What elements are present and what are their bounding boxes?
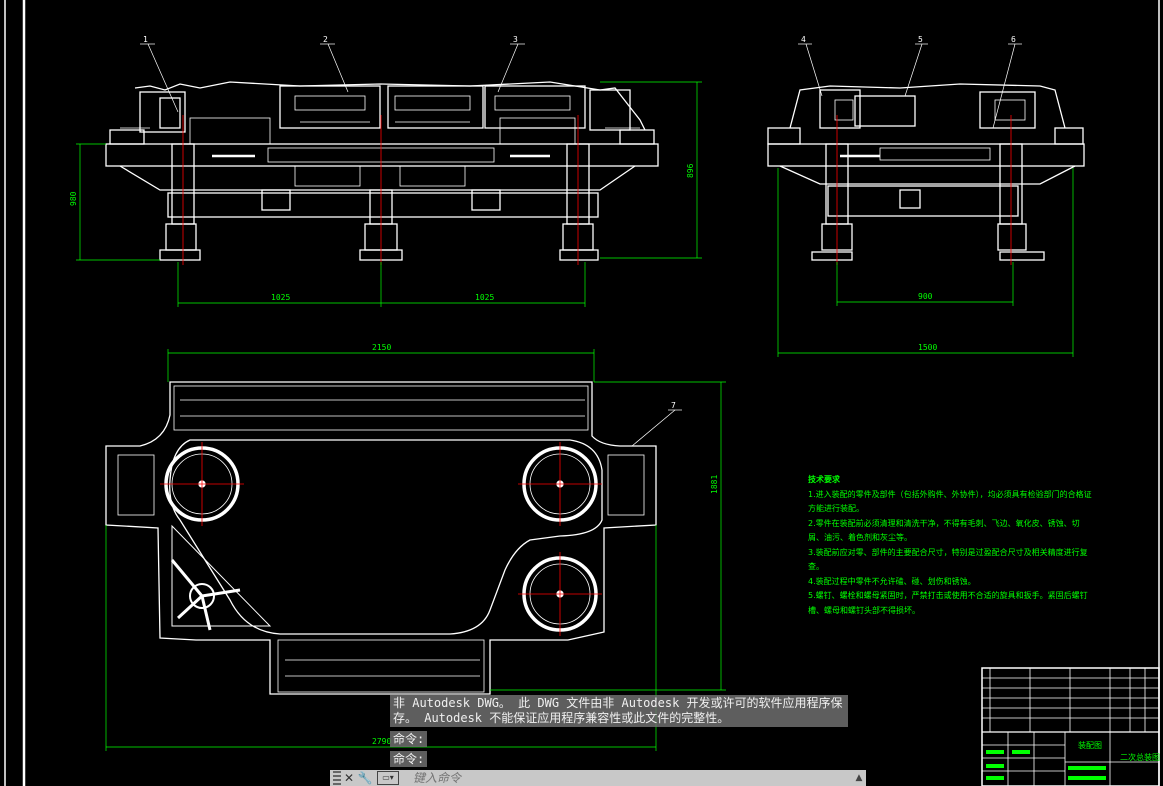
top-width-bottom-dim: 2790 bbox=[372, 737, 391, 746]
tech-requirement-item: 2.零件在装配前必须清理和清洗干净，不得有毛刺、飞边、氧化皮、锈蚀、切屑、油污、… bbox=[808, 518, 1080, 543]
balloon-6: 6 bbox=[1011, 35, 1016, 44]
balloon-3: 3 bbox=[513, 35, 518, 44]
top-centerlines bbox=[160, 442, 602, 636]
side-view bbox=[767, 83, 1085, 261]
balloon-2: 2 bbox=[323, 35, 328, 44]
command-input[interactable] bbox=[411, 770, 852, 786]
balloon-1: 1 bbox=[143, 35, 148, 44]
command-line-bar: ✕ 🔧 ▭▾ ▲ bbox=[330, 770, 866, 786]
tech-requirement-item: 5.螺钉、螺栓和螺母紧固时，严禁打击或使用不合适的旋具和扳手。紧固后螺钉槽、螺母… bbox=[808, 591, 1088, 615]
top-height-right-dim: 1881 bbox=[710, 475, 719, 494]
balloon-5: 5 bbox=[918, 35, 923, 44]
tech-requirement-item: 1.进入装配的零件及部件（包括外购件、外协件），均必须具有检验部门的合格证方能进… bbox=[808, 489, 1092, 514]
top-balloon-leader bbox=[631, 409, 682, 447]
drag-handle-icon[interactable] bbox=[333, 771, 341, 785]
title-block-name: 装配图 bbox=[1078, 740, 1102, 750]
tech-requirements: 技术要求 1.进入装配的零件及部件（包括外购件、外协件），均必须具有检验部门的合… bbox=[808, 473, 1094, 618]
command-prompt-icon[interactable]: ▭▾ bbox=[377, 771, 399, 785]
top-dimensions bbox=[105, 349, 726, 751]
front-centerlines bbox=[182, 115, 579, 265]
tech-requirement-item: 3.装配前应对零、部件的主要配合尺寸，特别是过盈配合尺寸及相关精度进行复查。 bbox=[808, 547, 1088, 572]
close-icon[interactable]: ✕ bbox=[343, 771, 355, 785]
front-height-right-dim: 896 bbox=[686, 163, 695, 178]
tech-requirement-item: 4.装配过程中零件不允许磕、碰、划伤和锈蚀。 bbox=[808, 576, 976, 586]
drawing-frame bbox=[4, 0, 1160, 786]
front-view bbox=[105, 81, 659, 261]
balloon-4: 4 bbox=[801, 35, 806, 44]
title-block-drawing-no: 二次总装图 bbox=[1120, 752, 1160, 762]
dwg-warning-message: 非 Autodesk DWG。 此 DWG 文件由非 Autodesk 开发或许… bbox=[390, 695, 848, 727]
top-width-top-dim: 2150 bbox=[372, 343, 391, 352]
balloon-7: 7 bbox=[671, 401, 676, 410]
command-history-line: 命令: bbox=[390, 751, 428, 767]
top-view bbox=[105, 381, 657, 695]
title-block bbox=[981, 667, 1160, 786]
title-block-marks bbox=[986, 750, 1106, 780]
side-span-outer-dim: 1500 bbox=[918, 343, 937, 352]
side-balloon-leaders bbox=[798, 43, 1022, 129]
tech-requirements-title: 技术要求 bbox=[808, 475, 840, 484]
command-history-line: 命令: bbox=[390, 731, 428, 747]
side-dimensions bbox=[777, 168, 1074, 357]
front-span-left-dim: 1025 bbox=[271, 293, 290, 302]
wrench-icon[interactable]: 🔧 bbox=[357, 771, 373, 785]
chevron-up-icon[interactable]: ▲ bbox=[855, 773, 863, 783]
front-dimensions bbox=[76, 81, 702, 307]
front-height-left-dim: 980 bbox=[69, 191, 78, 206]
front-span-right-dim: 1025 bbox=[475, 293, 494, 302]
side-span-inner-dim: 900 bbox=[918, 292, 933, 301]
side-centerlines bbox=[836, 115, 1012, 265]
front-balloon-leaders bbox=[140, 43, 525, 113]
